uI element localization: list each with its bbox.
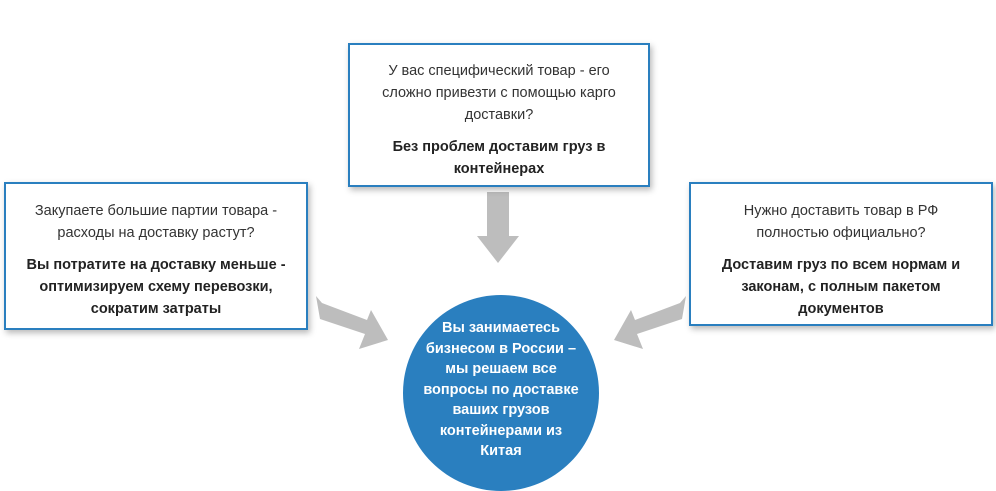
arrow-down-right-icon: [316, 296, 388, 349]
left-box-answer: Вы потратите на доставку меньше - оптими…: [26, 257, 286, 317]
left-box-question: Закупаете большие партии товара - расход…: [34, 203, 278, 241]
top-info-box: У вас специфический товар - его сложно п…: [348, 43, 650, 187]
top-box-question: У вас специфический товар - его сложно п…: [382, 63, 616, 123]
top-box-answer: Без проблем доставим груз в контейнерах: [392, 139, 606, 177]
right-box-answer: Доставим груз по всем нормам и законам, …: [721, 257, 961, 317]
arrow-down-icon: [477, 192, 519, 263]
right-box-question: Нужно доставить товар в РФ полностью офи…: [743, 203, 939, 241]
arrow-down-left-icon: [614, 296, 686, 349]
center-circle: Вы занимаетесь бизнесом в России – мы ре…: [403, 295, 599, 491]
left-info-box: Закупаете большие партии товара - расход…: [4, 182, 308, 330]
center-circle-text: Вы занимаетесь бизнесом в России – мы ре…: [423, 320, 579, 460]
right-info-box: Нужно доставить товар в РФ полностью офи…: [689, 182, 993, 326]
